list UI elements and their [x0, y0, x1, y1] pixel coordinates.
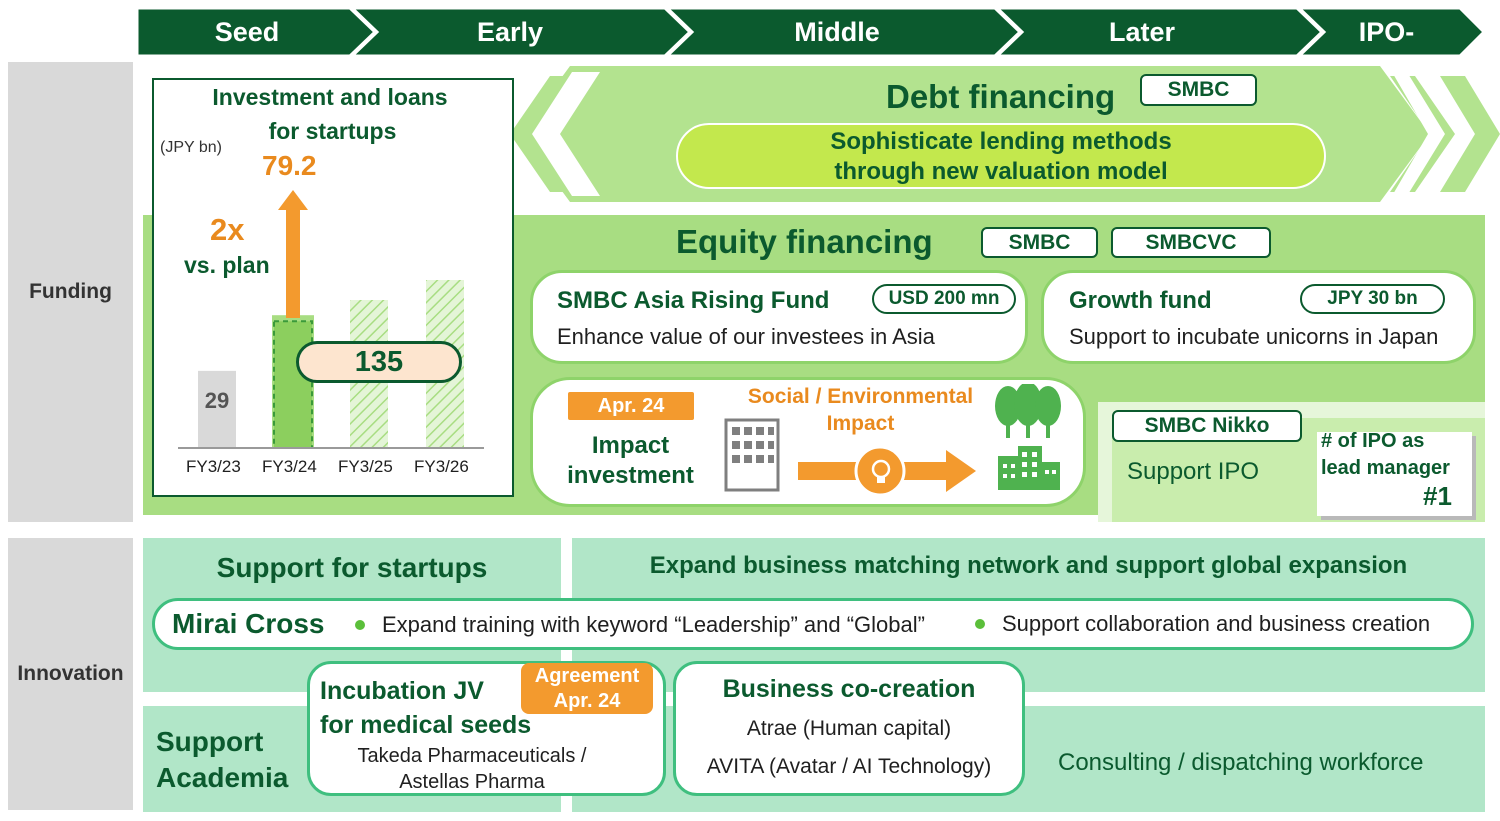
- agreement-line2: Apr. 24: [553, 690, 621, 712]
- ipo-rank-line1: # of IPO as: [1321, 430, 1425, 452]
- impact-line1: Impact: [591, 432, 670, 459]
- mirai-cross-bar: [152, 598, 1474, 650]
- asia-fund-title: SMBC Asia Rising Fund: [557, 287, 830, 314]
- equity-tag-smbc: SMBC: [981, 227, 1098, 258]
- bar-fy23: [198, 370, 236, 448]
- asia-fund-amount: USD 200 mn: [872, 284, 1016, 314]
- bar-fy24-arrow-shaft: [286, 208, 300, 318]
- chart-value-top: 79.2: [262, 150, 317, 181]
- equity-tag-smbcvc: SMBCVC: [1111, 227, 1271, 258]
- stage-seed: Seed: [214, 16, 280, 47]
- chart-target-label: 135: [296, 341, 462, 383]
- cocreation-card: [673, 661, 1025, 796]
- jv-partners1: Takeda Pharmaceuticals /: [357, 745, 587, 767]
- mirai-bullet2: Support collaboration and business creat…: [1002, 611, 1431, 636]
- jv-partners2: Astellas Pharma: [399, 771, 545, 793]
- debt-lending-pill: [676, 123, 1326, 189]
- debt-title: Debt financing: [886, 78, 1116, 115]
- startups-title: Support for startups: [216, 552, 488, 583]
- innovation-label: Innovation: [8, 538, 133, 810]
- bar-fy24: [273, 320, 313, 449]
- chart-svg: [178, 190, 484, 449]
- agreement-badge: [521, 663, 653, 714]
- tick-fy24: FY3/24: [262, 457, 317, 476]
- debt-line2: through new valuation model: [834, 158, 1168, 185]
- academia-line1: Support: [156, 726, 264, 757]
- stage-middle: Middle: [794, 16, 880, 47]
- trees-city-icon: [995, 384, 1061, 490]
- social-line2: Impact: [826, 412, 895, 435]
- chart-multiplier: 2x: [210, 212, 245, 247]
- agreement-line1: Agreement: [534, 665, 640, 687]
- debt-line1: Sophisticate lending methods: [830, 128, 1172, 155]
- cocreation-title: Business co-creation: [722, 675, 976, 703]
- impact-line2: investment: [567, 462, 694, 489]
- consulting-text: Consulting / dispatching workforce: [1058, 749, 1424, 776]
- stage-ipo: IPO-: [1358, 16, 1415, 47]
- growth-fund-desc: Support to incubate unicorns in Japan: [1069, 324, 1439, 349]
- expand-title: Expand business matching network and sup…: [649, 552, 1408, 579]
- tick-fy23: FY3/23: [186, 457, 241, 476]
- chart-title-line2: for startups: [268, 118, 397, 144]
- bar-fy24-arrow-head: [278, 190, 308, 210]
- equity-title: Equity financing: [676, 223, 933, 260]
- growth-fund-amount: JPY 30 bn: [1300, 284, 1445, 314]
- bar-label-fy23: 29: [204, 388, 230, 413]
- chart-title-line1: Investment and loans: [212, 84, 448, 110]
- asia-fund-desc: Enhance value of our investees in Asia: [557, 324, 935, 349]
- funding-label: Funding: [8, 62, 133, 522]
- chart-vs-plan: vs. plan: [184, 252, 270, 278]
- impact-arrow: [798, 446, 976, 496]
- ipo-rank-line2: lead manager: [1321, 457, 1450, 479]
- bullet-dot-1: [355, 620, 365, 630]
- chart-unit: (JPY bn): [160, 139, 222, 156]
- growth-fund-title: Growth fund: [1069, 287, 1212, 314]
- tick-fy26: FY3/26: [414, 457, 469, 476]
- stage-later: Later: [1108, 16, 1176, 47]
- stage-bar: [135, 6, 1487, 58]
- stage-early: Early: [476, 16, 544, 47]
- jv-line1: Incubation JV: [320, 677, 484, 705]
- bullet-dot-2: [975, 619, 985, 629]
- ipo-rank-value: #1: [1423, 481, 1452, 511]
- jv-line2: for medical seeds: [320, 711, 532, 739]
- academia-line2: Academia: [156, 762, 289, 793]
- lightbulb-icon: [871, 459, 891, 483]
- social-line1: Social / Environmental: [747, 385, 974, 408]
- cocreation-item1: Atrae (Human capital): [746, 717, 952, 740]
- tick-fy25: FY3/25: [338, 457, 393, 476]
- ipo-support: Support IPO: [1127, 458, 1260, 485]
- ipo-tag-nikko: SMBC Nikko: [1112, 410, 1302, 442]
- mirai-cross-title: Mirai Cross: [172, 608, 325, 639]
- debt-tag-smbc: SMBC: [1140, 74, 1257, 106]
- ipo-rank-box: [1317, 432, 1472, 516]
- impact-date: Apr. 24: [568, 392, 694, 420]
- cocreation-item2: AVITA (Avatar / AI Technology): [706, 755, 992, 778]
- mirai-bullet1: Expand training with keyword “Leadership…: [382, 612, 925, 637]
- building-icon: [724, 418, 780, 492]
